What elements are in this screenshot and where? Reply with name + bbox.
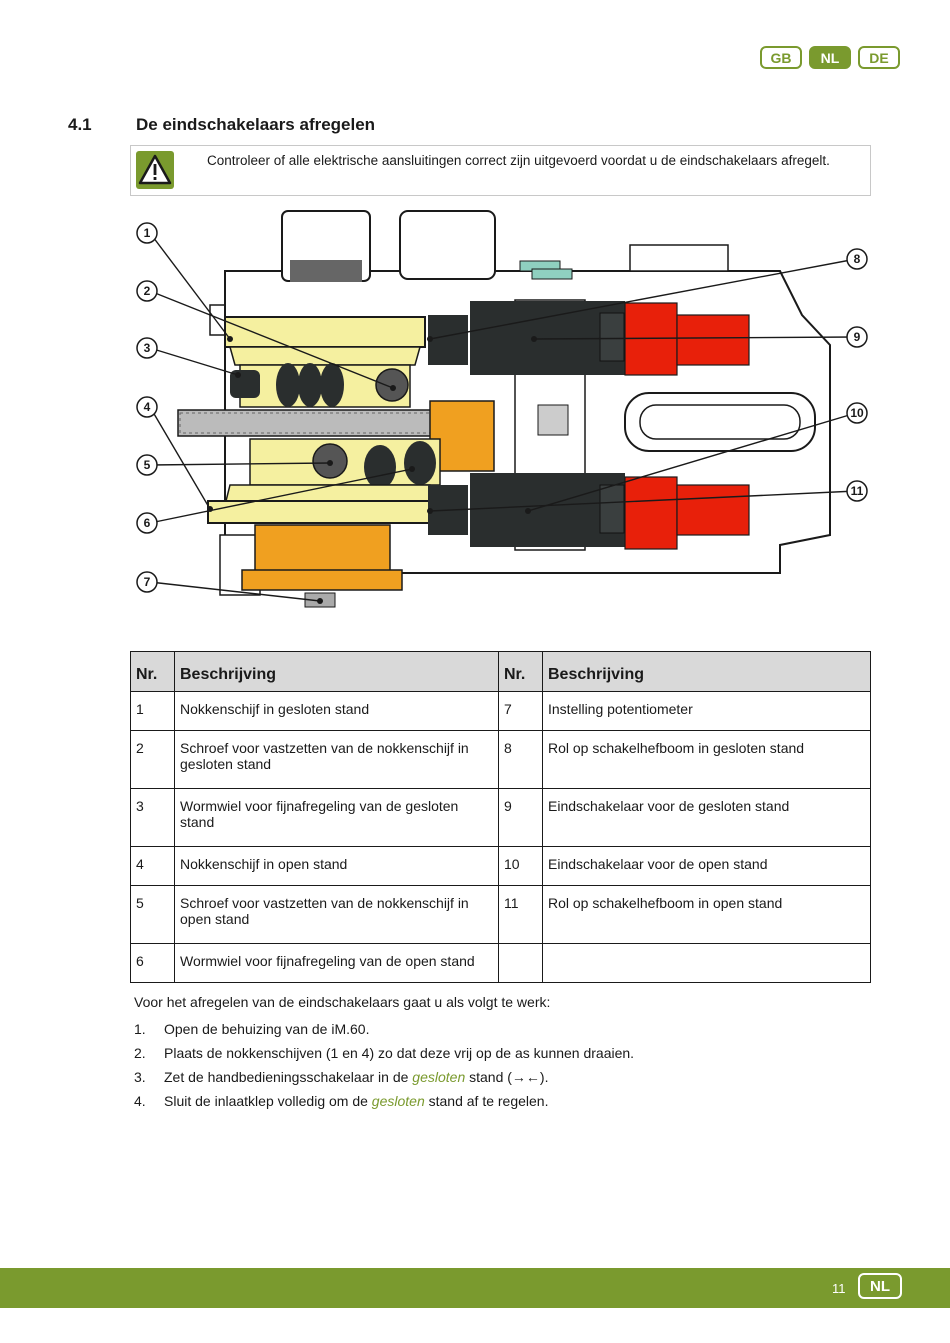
row-description: Schroef voor vastzetten van de nokkensch…	[174, 885, 499, 944]
footer-bar	[0, 1268, 950, 1308]
warning-text: Controleer of alle elektrische aansluiti…	[207, 153, 830, 168]
row-nr: 6	[130, 943, 175, 983]
row-nr	[498, 943, 543, 983]
language-tabs: GB NL DE	[760, 46, 900, 69]
section-number: 4.1	[68, 115, 92, 134]
header-nr-2: Nr.	[498, 651, 543, 692]
roller-closed	[428, 315, 468, 365]
callout-5: 5	[144, 458, 151, 472]
step-number: 4.	[134, 1093, 146, 1109]
page-number: 11	[832, 1281, 846, 1296]
list-item: 2. Plaats de nokkenschijven (1 en 4) zo …	[134, 1045, 634, 1069]
table-row: 4 Nokkenschijf in open stand 10 Eindscha…	[130, 846, 871, 886]
table-row: 6 Wormwiel voor fijnafregeling van de op…	[130, 943, 871, 983]
section-title: De eindschakelaars afregelen	[136, 115, 376, 134]
step-number: 2.	[134, 1045, 146, 1061]
row-nr: 3	[130, 788, 175, 847]
cam-closed	[224, 316, 426, 348]
row-description	[542, 943, 871, 983]
callout-3: 3	[144, 341, 151, 355]
table-row: 1 Nokkenschijf in gesloten stand 7 Inste…	[130, 691, 871, 731]
callout-10: 10	[850, 406, 864, 420]
row-nr: 11	[498, 885, 543, 944]
row-nr: 1	[130, 691, 175, 731]
step-text: Open de behuizing van de iM.60.	[164, 1021, 370, 1037]
table-row: 3 Wormwiel voor fijnafregeling van de ge…	[130, 788, 871, 847]
warning-box: Controleer of alle elektrische aansluiti…	[130, 145, 871, 196]
row-description: Instelling potentiometer	[542, 691, 871, 731]
row-description: Eindschakelaar voor de open stand	[542, 846, 871, 886]
switch-open	[470, 473, 625, 547]
step-text: Zet de handbedieningsschakelaar in de	[164, 1069, 413, 1085]
row-nr: 8	[498, 730, 543, 789]
step-accent: gesloten	[371, 1093, 425, 1109]
table-row: 5 Schroef voor vastzetten van de nokkens…	[130, 885, 871, 944]
row-nr: 2	[130, 730, 175, 789]
step-text: Plaats de nokkenschijven (1 en 4) zo dat…	[164, 1045, 635, 1061]
screw-closed	[375, 368, 409, 402]
language-tab-gb[interactable]: GB	[760, 46, 802, 69]
callout-11: 11	[851, 484, 864, 498]
row-nr: 9	[498, 788, 543, 847]
list-item: 3. Zet de handbedieningsschakelaar in de…	[134, 1069, 634, 1093]
step-text-after: stand (→←).	[465, 1069, 549, 1085]
row-description: Eindschakelaar voor de gesloten stand	[542, 788, 871, 847]
table-header-row: Nr. Beschrijving Nr. Beschrijving	[130, 651, 871, 692]
callout-2: 2	[144, 284, 151, 298]
callout-9: 9	[854, 330, 861, 344]
callout-4: 4	[144, 400, 151, 414]
step-text-after: stand af te regelen.	[424, 1093, 549, 1109]
row-description: Rol op schakelhefboom in open stand	[542, 885, 871, 944]
row-description: Wormwiel voor fijnafregeling van de gesl…	[174, 788, 499, 847]
callout-6: 6	[144, 516, 151, 530]
row-description: Nokkenschijf in open stand	[174, 846, 499, 886]
procedure-steps: 1. Open de behuizing van de iM.60. 2. Pl…	[134, 1021, 634, 1117]
row-description: Rol op schakelhefboom in gesloten stand	[542, 730, 871, 789]
callout-7: 7	[144, 575, 151, 589]
row-description: Nokkenschijf in gesloten stand	[174, 691, 499, 731]
procedure-intro: Voor het afregelen van de eindschakelaar…	[134, 994, 551, 1010]
header-nr-1: Nr.	[130, 651, 175, 692]
callout-1: 1	[144, 226, 151, 240]
list-item: 4. Sluit de inlaatklep volledig om de ge…	[134, 1093, 634, 1117]
warning-icon	[136, 151, 174, 189]
row-nr: 5	[130, 885, 175, 944]
header-desc-1: Beschrijving	[174, 651, 499, 692]
parts-table: Nr. Beschrijving Nr. Beschrijving 1 Nokk…	[130, 651, 871, 983]
limit-switch-figure: 1 2 3 4 5 6 7 8 9 10 11	[130, 205, 870, 615]
step-number: 3.	[134, 1069, 146, 1085]
top-connector-right	[399, 210, 496, 280]
row-description: Schroef voor vastzetten van de nokkensch…	[174, 730, 499, 789]
step-number: 1.	[134, 1021, 146, 1037]
row-nr: 4	[130, 846, 175, 886]
table-row: 2 Schroef voor vastzetten van de nokkens…	[130, 730, 871, 789]
language-tab-de[interactable]: DE	[858, 46, 900, 69]
row-nr: 7	[498, 691, 543, 731]
row-description: Wormwiel voor fijnafregeling van de open…	[174, 943, 499, 983]
row-nr: 10	[498, 846, 543, 886]
footer-language-badge: NL	[858, 1273, 902, 1299]
list-item: 1. Open de behuizing van de iM.60.	[134, 1021, 634, 1045]
step-accent: gesloten	[412, 1069, 466, 1085]
header-desc-2: Beschrijving	[542, 651, 871, 692]
callout-8: 8	[854, 252, 861, 266]
step-text: Sluit de inlaatklep volledig om de	[164, 1093, 372, 1109]
language-tab-nl[interactable]: NL	[809, 46, 851, 69]
